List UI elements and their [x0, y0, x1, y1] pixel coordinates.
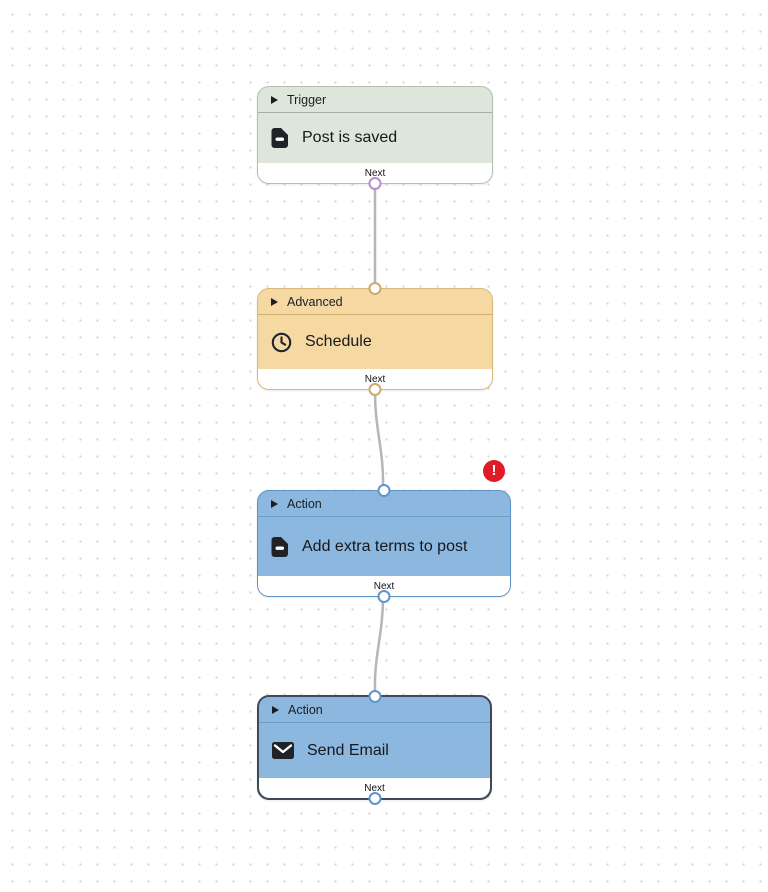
- node-body: Add extra terms to post: [258, 517, 510, 576]
- input-port[interactable]: [368, 690, 381, 703]
- node-title: Post is saved: [302, 129, 398, 146]
- node-footer-next: Next: [259, 778, 490, 798]
- node-header: Advanced: [258, 289, 492, 315]
- document-icon: [271, 128, 289, 148]
- edge-advanced-to-action1[interactable]: [373, 391, 385, 491]
- node-action-send-email[interactable]: Action Send Email Next: [257, 690, 492, 805]
- node-category-label: Advanced: [287, 294, 343, 309]
- node-trigger-post-is-saved[interactable]: Trigger Post is saved Next: [257, 86, 493, 190]
- node-footer-next: Next: [258, 369, 492, 389]
- edge-action1-to-action2[interactable]: [373, 595, 385, 693]
- node-advanced-schedule[interactable]: Advanced Schedule Next: [257, 282, 493, 396]
- collapse-triangle-icon[interactable]: [271, 499, 278, 508]
- node-category-label: Action: [288, 702, 323, 717]
- input-port[interactable]: [368, 282, 382, 295]
- node-action-add-extra-terms[interactable]: Action Add extra terms to post Next: [257, 484, 511, 603]
- next-label: Next: [364, 373, 386, 385]
- node-header: Trigger: [258, 87, 492, 113]
- node-body: Schedule: [258, 315, 492, 369]
- node-title: Add extra terms to post: [302, 537, 468, 555]
- output-port[interactable]: [368, 792, 381, 805]
- envelope-icon: [272, 742, 294, 759]
- node-header: Action: [258, 491, 510, 517]
- document-icon: [271, 536, 289, 557]
- node-body: Send Email: [259, 723, 490, 778]
- input-port[interactable]: [377, 484, 391, 497]
- output-port[interactable]: [368, 383, 382, 396]
- collapse-triangle-icon[interactable]: [271, 95, 278, 104]
- collapse-triangle-icon[interactable]: [272, 705, 279, 714]
- clock-icon: [271, 332, 292, 353]
- next-label: Next: [373, 580, 395, 592]
- node-footer-next: Next: [258, 163, 492, 183]
- node-body: Post is saved: [258, 113, 492, 163]
- output-port[interactable]: [377, 590, 391, 603]
- node-category-label: Action: [287, 496, 322, 511]
- collapse-triangle-icon[interactable]: [271, 297, 278, 306]
- node-title: Send Email: [307, 741, 389, 759]
- node-title: Schedule: [305, 333, 372, 350]
- output-port[interactable]: [368, 177, 382, 190]
- next-label: Next: [364, 167, 386, 179]
- node-header: Action: [259, 697, 490, 723]
- error-symbol: !: [491, 462, 497, 479]
- node-footer-next: Next: [258, 576, 510, 596]
- next-label: Next: [364, 782, 385, 794]
- error-badge-icon[interactable]: !: [483, 460, 505, 482]
- node-category-label: Trigger: [287, 92, 327, 107]
